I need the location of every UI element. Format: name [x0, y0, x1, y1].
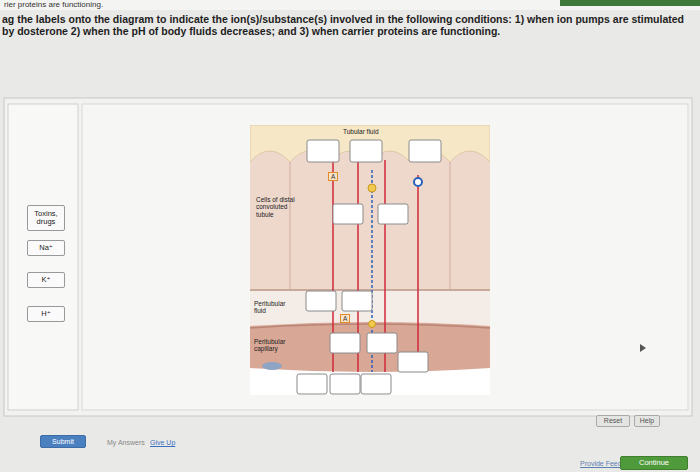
- region-label: Cells of distal convoluted tubule: [256, 196, 302, 218]
- button: Submit: [40, 435, 86, 448]
- cut-heading: rier proteins are functioning.: [4, 0, 103, 9]
- marker-letter: A: [340, 314, 350, 323]
- button: Reset: [596, 415, 630, 427]
- drag-label: Toxins, drugs: [27, 205, 65, 231]
- marker-letter: A: [328, 172, 338, 181]
- link-text: My Answers: [107, 439, 145, 447]
- label-palette: [8, 104, 78, 410]
- activity-panel: [4, 98, 692, 416]
- node-text: Submit: [52, 438, 74, 446]
- node-text: Na⁺: [39, 244, 53, 252]
- drag-label: H⁺: [27, 306, 65, 322]
- node-text: K⁺: [42, 276, 51, 284]
- nav-bar: [560, 0, 700, 6]
- drop-area: [82, 104, 688, 410]
- link-text: Give Up: [150, 439, 175, 447]
- drag-label: K⁺: [27, 272, 65, 288]
- node-text: Reset: [604, 417, 622, 425]
- drag-label: Na⁺: [27, 240, 65, 256]
- region-label: Peritubular capillary: [254, 338, 298, 353]
- drop-targets: [297, 140, 441, 394]
- tubule-illustration: [250, 125, 490, 395]
- button: Help: [634, 415, 660, 427]
- node-text: Toxins, drugs: [30, 210, 62, 227]
- top-strip: [0, 0, 700, 10]
- cursor: [640, 344, 646, 352]
- button: Continue: [620, 456, 688, 470]
- region-label: Peritubular fluid: [254, 300, 298, 315]
- instruction-text: ag the labels onto the diagram to indica…: [2, 13, 696, 37]
- node-text: Continue: [639, 459, 669, 467]
- node-text: H⁺: [41, 310, 50, 318]
- region-label: Tubular fluid: [343, 128, 379, 135]
- node-text: Help: [640, 417, 654, 425]
